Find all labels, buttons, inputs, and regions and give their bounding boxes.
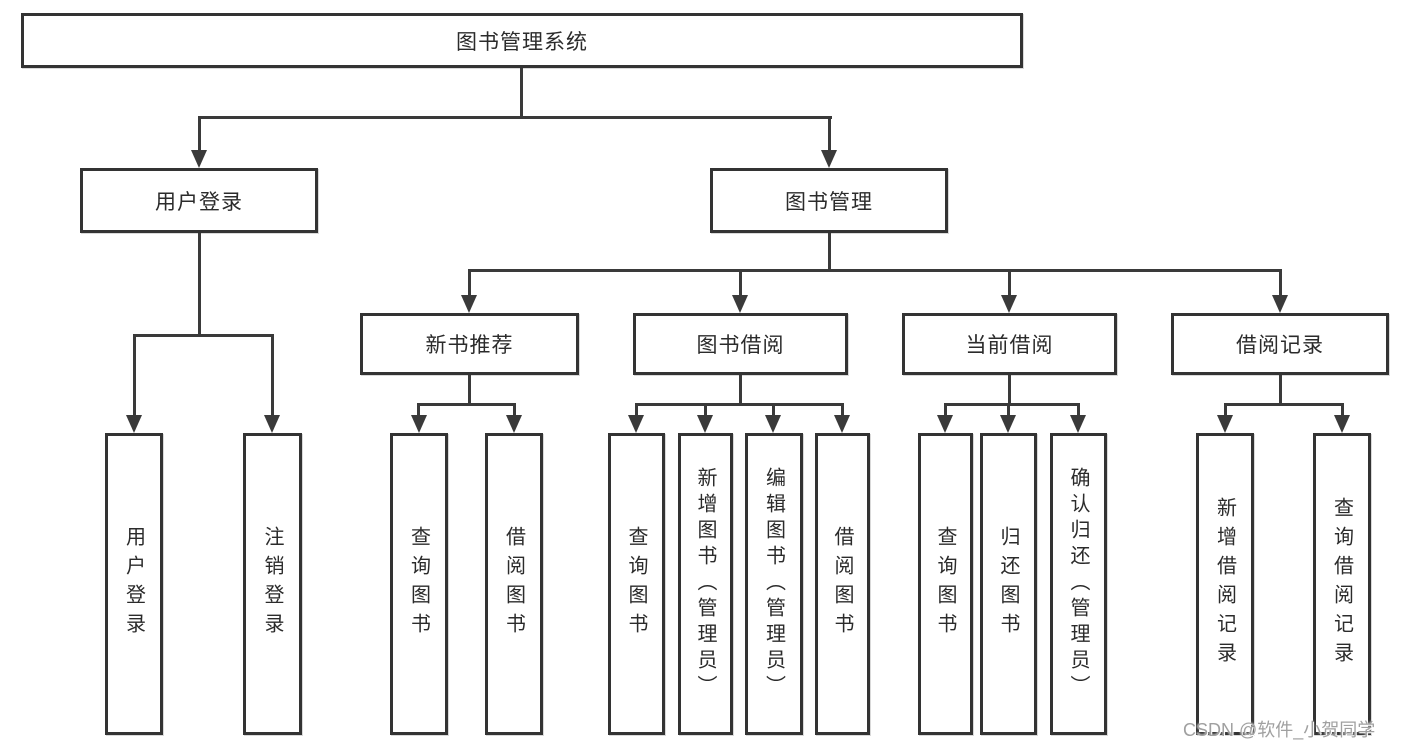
arrowhead-bb-query	[628, 415, 644, 433]
connector-br-hline	[1224, 403, 1344, 406]
arrowhead-new-book-rec	[461, 295, 477, 313]
node-new-book-rec: 新书推荐	[360, 313, 579, 375]
arrowhead-ul-user-login	[126, 415, 142, 433]
connector-bb-drop-3	[772, 403, 775, 417]
node-br-query-label: 查询借阅记录	[1330, 497, 1353, 671]
node-bb-query: 查询图书	[608, 433, 665, 735]
connector-root-stem	[520, 68, 523, 118]
node-bb-edit: 编辑图书（管理员）	[745, 433, 803, 735]
connector-ul-drop-2	[271, 334, 274, 417]
node-br-query: 查询借阅记录	[1313, 433, 1371, 735]
connector-root-hline	[198, 116, 832, 119]
arrowhead-br-query	[1334, 415, 1350, 433]
node-cb-confirm-label: 确认归还（管理员）	[1067, 467, 1089, 701]
node-root: 图书管理系统	[21, 13, 1023, 68]
connector-bm-drop-4	[1279, 269, 1282, 297]
connector-cb-hline	[944, 403, 1080, 406]
node-ul-logout: 注销登录	[243, 433, 302, 735]
connector-bb-drop-2	[704, 403, 707, 417]
node-cb-confirm: 确认归还（管理员）	[1050, 433, 1107, 735]
connector-br-drop-1	[1224, 403, 1227, 417]
arrowhead-cb-query	[937, 415, 953, 433]
connector-bm-drop-2	[739, 269, 742, 297]
connector-bm-stem	[828, 233, 831, 271]
node-bb-borrow-label: 借阅图书	[831, 526, 853, 642]
connector-bm-drop-1	[468, 269, 471, 297]
arrowhead-book-mgmt	[821, 150, 837, 168]
connector-cb-stem	[1008, 375, 1011, 405]
node-nbr-query-label: 查询图书	[407, 526, 430, 642]
connector-bb-hline	[635, 403, 844, 406]
arrowhead-bb-add	[697, 415, 713, 433]
arrowhead-cb-confirm	[1070, 415, 1086, 433]
node-new-book-rec-label: 新书推荐	[425, 334, 514, 357]
node-ul-user-login-label: 用户登录	[122, 526, 145, 642]
connector-bm-drop-3	[1008, 269, 1011, 297]
arrowhead-borrow-records	[1272, 295, 1288, 313]
node-nbr-borrow-label: 借阅图书	[502, 526, 525, 642]
node-user-login: 用户登录	[80, 168, 318, 233]
arrowhead-bb-edit	[765, 415, 781, 433]
connector-bb-drop-1	[635, 403, 638, 417]
node-ul-user-login: 用户登录	[105, 433, 163, 735]
node-cb-return: 归还图书	[980, 433, 1037, 735]
node-book-mgmt-label: 图书管理	[785, 190, 873, 214]
connector-ul-hline	[133, 334, 274, 337]
node-user-login-label: 用户登录	[155, 190, 243, 214]
connector-bm-hline	[468, 269, 1282, 272]
node-current-borrow: 当前借阅	[902, 313, 1117, 375]
csdn-watermark: CSDN @软件_小贺同学	[1183, 720, 1376, 740]
connector-br-drop-2	[1341, 403, 1344, 417]
arrowhead-user-login	[191, 150, 207, 168]
node-nbr-borrow: 借阅图书	[485, 433, 543, 735]
node-borrow-records-label: 借阅记录	[1236, 334, 1324, 357]
connector-root-drop-right	[828, 116, 831, 152]
connector-bb-stem	[739, 375, 742, 405]
connector-nbr-stem	[468, 375, 471, 405]
node-bb-edit-label: 编辑图书（管理员）	[762, 467, 785, 701]
arrowhead-book-borrow	[732, 295, 748, 313]
node-ul-logout-label: 注销登录	[261, 526, 283, 642]
connector-root-drop-left	[198, 116, 201, 152]
node-cb-query: 查询图书	[918, 433, 973, 735]
node-bb-add: 新增图书（管理员）	[678, 433, 733, 735]
connector-nbr-hline	[417, 403, 516, 406]
node-book-borrow: 图书借阅	[633, 313, 848, 375]
connector-bb-drop-4	[841, 403, 844, 417]
node-br-add-label: 新增借阅记录	[1213, 497, 1236, 671]
arrowhead-ul-logout	[264, 415, 280, 433]
node-cb-query-label: 查询图书	[934, 526, 956, 642]
connector-nbr-drop-2	[513, 403, 516, 417]
node-bb-borrow: 借阅图书	[815, 433, 870, 735]
node-nbr-query: 查询图书	[390, 433, 448, 735]
arrowhead-bb-borrow	[834, 415, 850, 433]
arrowhead-nbr-query	[411, 415, 427, 433]
connector-cb-drop-3	[1077, 403, 1080, 417]
arrowhead-nbr-borrow	[506, 415, 522, 433]
node-cb-return-label: 归还图书	[997, 526, 1019, 642]
node-borrow-records: 借阅记录	[1171, 313, 1389, 375]
node-br-add: 新增借阅记录	[1196, 433, 1254, 735]
arrowhead-cb-return	[1000, 415, 1016, 433]
connector-cb-drop-1	[944, 403, 947, 417]
connector-ul-stem	[198, 233, 201, 336]
connector-br-stem	[1279, 375, 1282, 405]
node-book-mgmt: 图书管理	[710, 168, 948, 233]
node-bb-add-label: 新增图书（管理员）	[694, 467, 716, 701]
node-bb-query-label: 查询图书	[625, 526, 647, 642]
connector-cb-drop-2	[1007, 403, 1010, 417]
connector-nbr-drop-1	[417, 403, 420, 417]
arrowhead-br-add	[1217, 415, 1233, 433]
node-book-borrow-label: 图书借阅	[696, 334, 785, 357]
node-current-borrow-label: 当前借阅	[965, 334, 1054, 357]
node-root-label: 图书管理系统	[456, 30, 588, 54]
arrowhead-current-borrow	[1001, 295, 1017, 313]
connector-ul-drop-1	[133, 334, 136, 417]
